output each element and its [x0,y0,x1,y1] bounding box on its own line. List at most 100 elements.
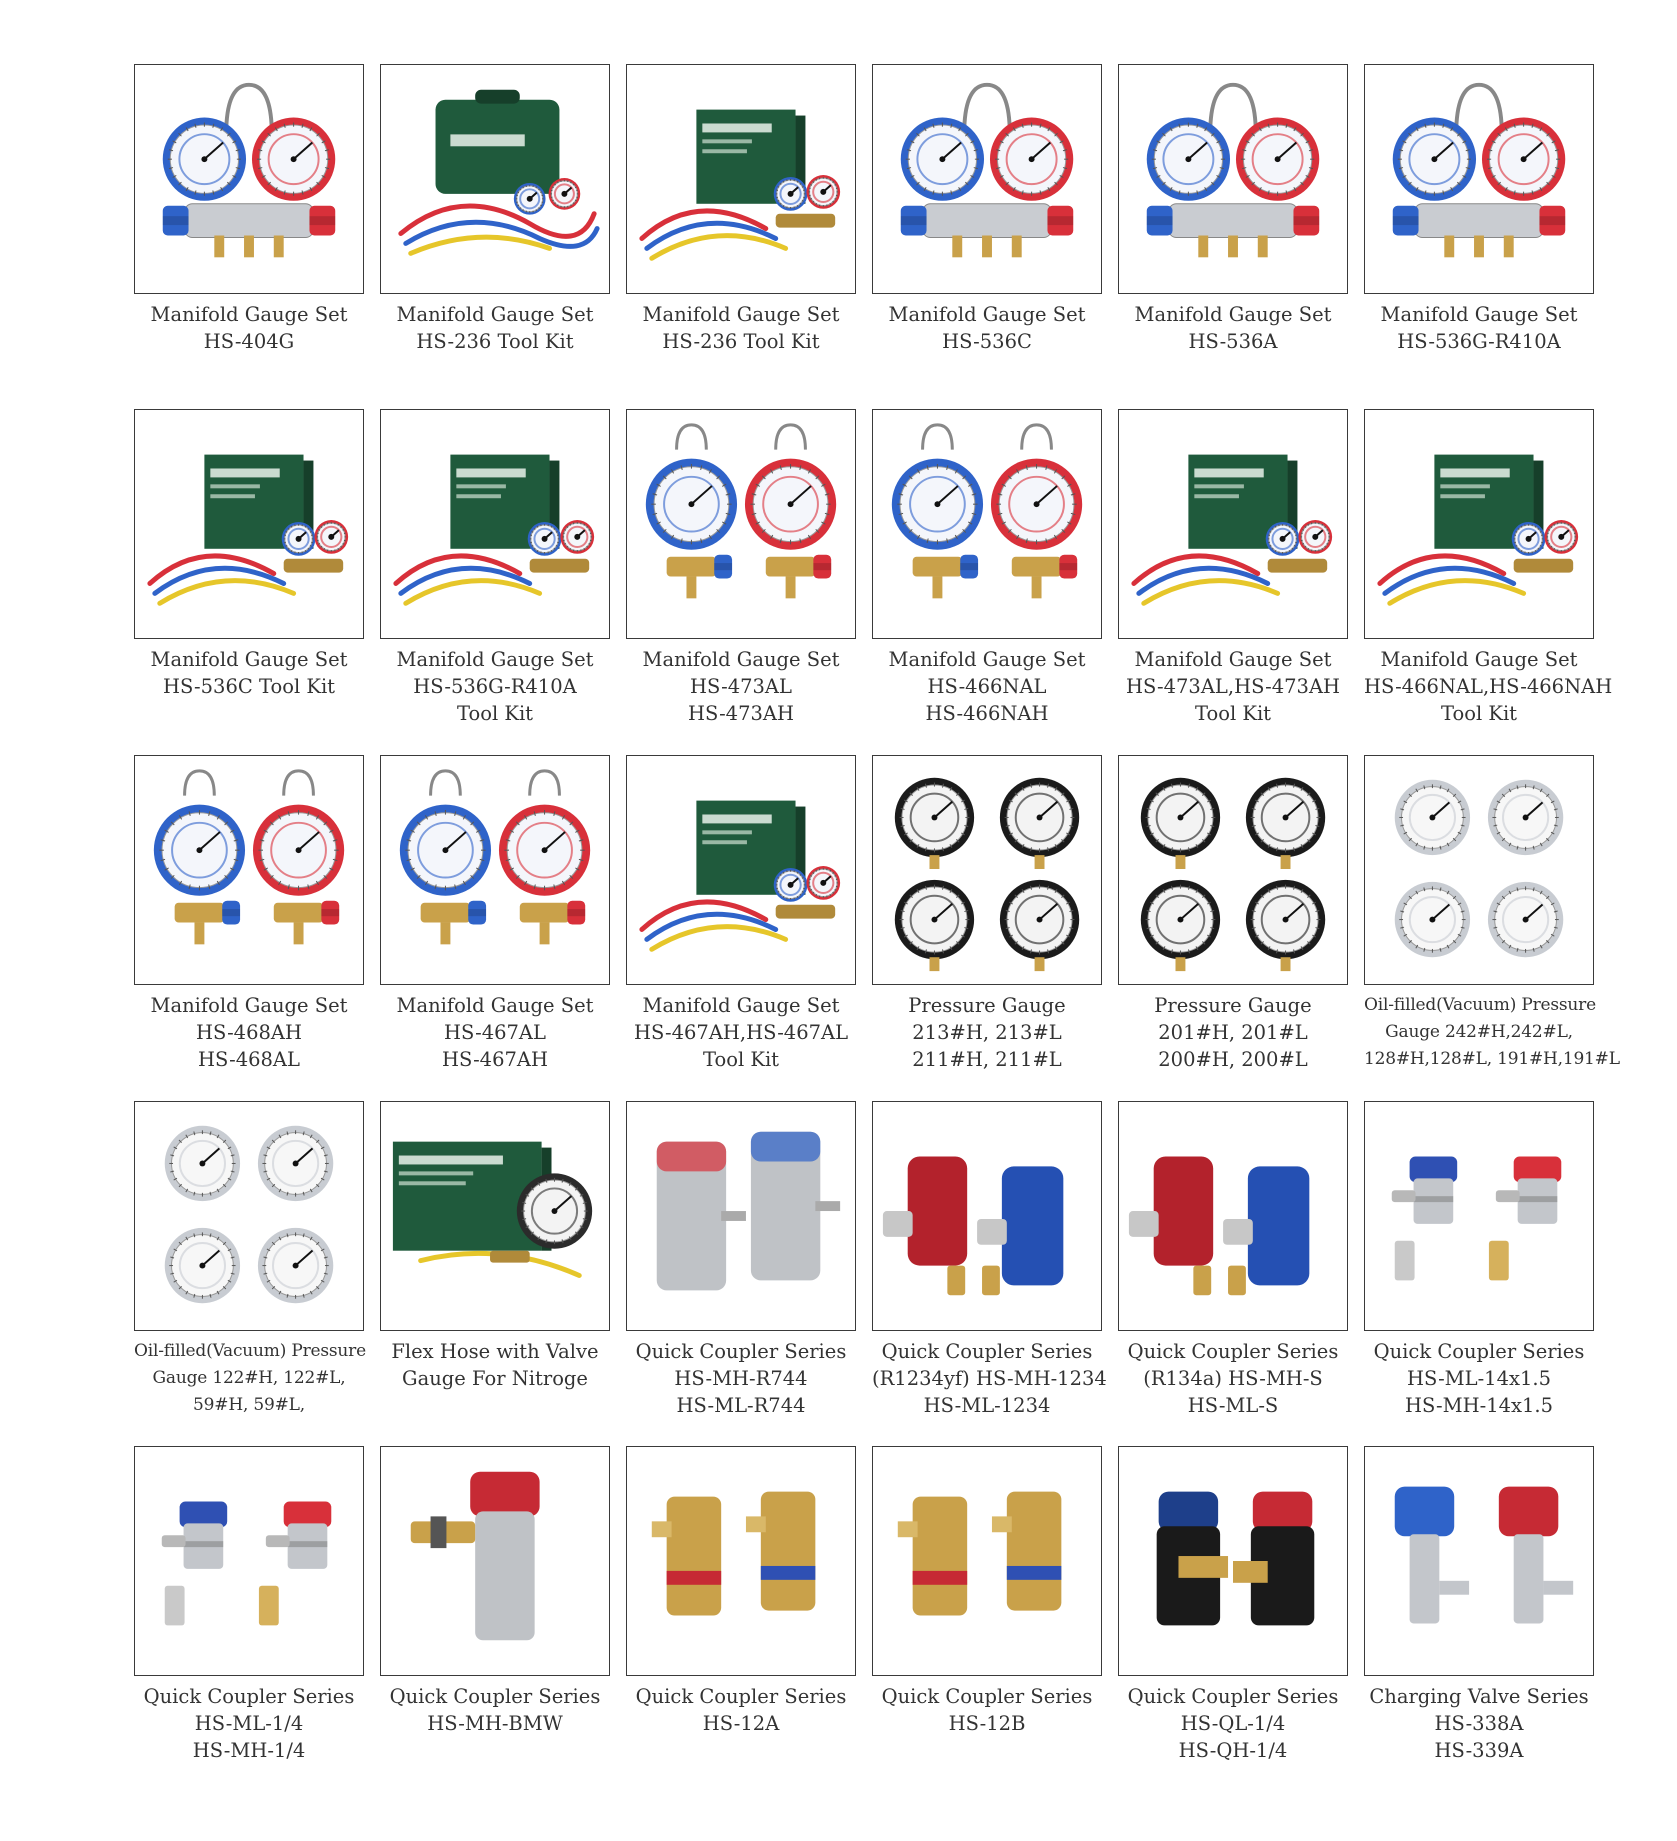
product-image-frame[interactable] [380,755,610,985]
product-image-frame[interactable] [1118,1101,1348,1331]
oil-filled-gauges-image [164,1125,334,1304]
product-image-frame[interactable] [872,409,1102,639]
product-image-frame[interactable] [1118,409,1348,639]
product-image-frame[interactable] [380,409,610,639]
product-image-frame[interactable] [1364,64,1594,294]
product-name: Manifold Gauge Set [150,303,348,326]
product-name: Charging Valve Series [1369,1685,1589,1708]
product-card[interactable]: Quick Coupler Series(R1234yf) HS-MH-1234… [872,1101,1107,1419]
product-image-frame[interactable] [134,64,364,294]
tool-kit-box-image [639,800,841,952]
product-image-frame[interactable] [1364,1446,1594,1676]
product-model: Gauge 122#H, 122#L, [152,1368,346,1388]
product-image-frame[interactable] [872,64,1102,294]
product-image-frame[interactable] [380,1446,610,1676]
product-name: Quick Coupler Series [1127,1340,1339,1363]
product-image-frame[interactable] [1118,64,1348,294]
product-name: Quick Coupler Series [143,1685,355,1708]
product-image-frame[interactable] [626,409,856,639]
product-model: (R134a) HS-MH-S [1143,1367,1323,1390]
product-image-frame[interactable] [626,1446,856,1676]
nitrogen-kit-image [392,1141,593,1278]
product-image-frame[interactable] [872,755,1102,985]
product-image-frame[interactable] [134,1101,364,1331]
quick-coupler-colored-image [1128,1156,1310,1296]
product-image-frame[interactable] [1364,409,1594,639]
product-image-frame[interactable] [1364,1101,1594,1331]
product-image-frame[interactable] [626,1101,856,1331]
quick-coupler-silver-image [656,1131,841,1291]
product-name: Manifold Gauge Set [396,994,594,1017]
single-gauge-pair-image [153,769,345,945]
single-gauge-pair-image [645,423,837,599]
product-image-frame[interactable] [134,1446,364,1676]
product-name: Manifold Gauge Set [1134,303,1332,326]
tool-kit-box-image [147,454,349,606]
product-image-frame[interactable] [380,64,610,294]
product-image-frame[interactable] [380,1101,610,1331]
product-image-frame[interactable] [872,1446,1102,1676]
manifold-gauge-set-image [162,82,336,258]
product-name: Manifold Gauge Set [1380,648,1578,671]
product-name: Quick Coupler Series [389,1685,601,1708]
product-image-frame[interactable] [1118,755,1348,985]
product-model: HS-466NAL [927,675,1047,698]
product-model: HS-467AH [442,1048,548,1071]
product-name: Oil-filled(Vacuum) Pressure [134,1341,366,1361]
product-image-frame[interactable] [1364,755,1594,985]
product-image-frame[interactable] [134,755,364,985]
product-image-frame[interactable] [872,1101,1102,1331]
product-image-frame[interactable] [1118,1446,1348,1676]
product-image-frame[interactable] [134,409,364,639]
product-model: HS-467AH,HS-467AL [633,1021,849,1044]
product-name: Oil-filled(Vacuum) Pressure [1364,995,1596,1015]
product-name: Manifold Gauge Set [642,303,840,326]
product-image-frame[interactable] [626,64,856,294]
black-coupler-image [1156,1491,1315,1626]
pressure-gauges-image [1140,777,1326,972]
manifold-gauge-set-image [1392,82,1566,258]
quick-coupler-capped-image [1391,1156,1562,1281]
product-model: HS-536G-R410A [1397,330,1561,353]
product-model: (R1234yf) HS-MH-1234 [872,1367,1107,1390]
product-model: HS-ML-R744 [676,1394,806,1417]
product-image-frame[interactable] [626,755,856,985]
